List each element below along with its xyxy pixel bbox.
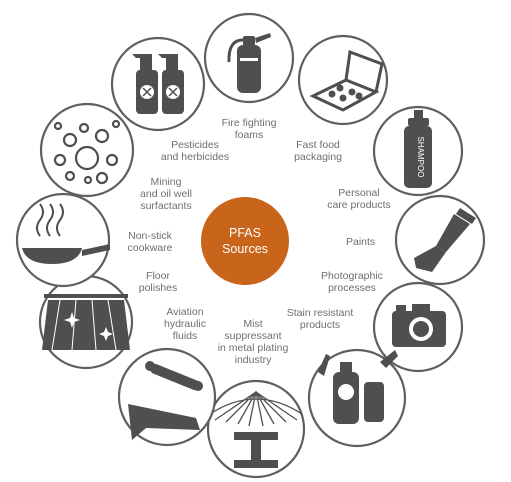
source-floor-polishes — [38, 274, 134, 370]
shampoo-text: SHAMPOO — [416, 137, 425, 178]
label-pesticides-herbicides: Pesticides and herbicides — [160, 139, 230, 163]
center-title: PFAS Sources — [201, 197, 289, 285]
camera-icon — [392, 304, 446, 347]
label-aviation-hydraulic-fluids: Aviation hydraulic fluids — [163, 306, 207, 342]
frying-pan-icon — [22, 203, 110, 264]
bubbles-icon — [53, 119, 121, 185]
source-fast-food-packaging — [297, 34, 389, 126]
source-aviation-hydraulic-fluids — [117, 347, 217, 447]
source-mist-suppressant — [206, 379, 306, 479]
spray-bottles-icon — [132, 54, 184, 114]
label-mist-suppressant: Mist suppressant in metal plating indust… — [217, 318, 289, 366]
label-personal-care-products: Personal care products — [327, 187, 391, 211]
shiny-floor-icon — [42, 294, 130, 351]
source-personal-care-products: SHAMPOO — [372, 105, 464, 197]
label-floor-polishes: Floor polishes — [138, 270, 178, 294]
source-photographic-processes — [372, 281, 464, 373]
metal-plating-icon — [209, 390, 303, 468]
label-fire-fighting-foams: Fire fighting foams — [221, 117, 277, 141]
label-paints: Paints — [346, 236, 376, 248]
source-stain-resistant-products — [307, 348, 407, 448]
label-fast-food-packaging: Fast food packaging — [294, 139, 342, 163]
label-mining-surfactants: Mining and oil well surfactants — [140, 176, 192, 212]
source-paints — [394, 194, 486, 286]
source-pesticides-herbicides — [110, 36, 206, 132]
shampoo-bottle-icon: SHAMPOO — [404, 110, 432, 188]
label-non-stick-cookware: Non-stick cookware — [127, 230, 173, 254]
label-photographic-processes: Photographic processes — [321, 270, 383, 294]
source-non-stick-cookware — [15, 192, 111, 288]
source-mining-surfactants — [39, 102, 135, 198]
hydraulic-piston-icon — [128, 361, 203, 440]
pizza-box-icon — [309, 49, 384, 112]
label-stain-resistant-products: Stain resistant products — [286, 307, 354, 331]
fire-extinguisher-icon — [227, 33, 271, 93]
stained-bottles-icon — [318, 350, 398, 424]
source-fire-fighting-foams — [203, 12, 295, 104]
paintbrush-icon — [414, 208, 476, 272]
